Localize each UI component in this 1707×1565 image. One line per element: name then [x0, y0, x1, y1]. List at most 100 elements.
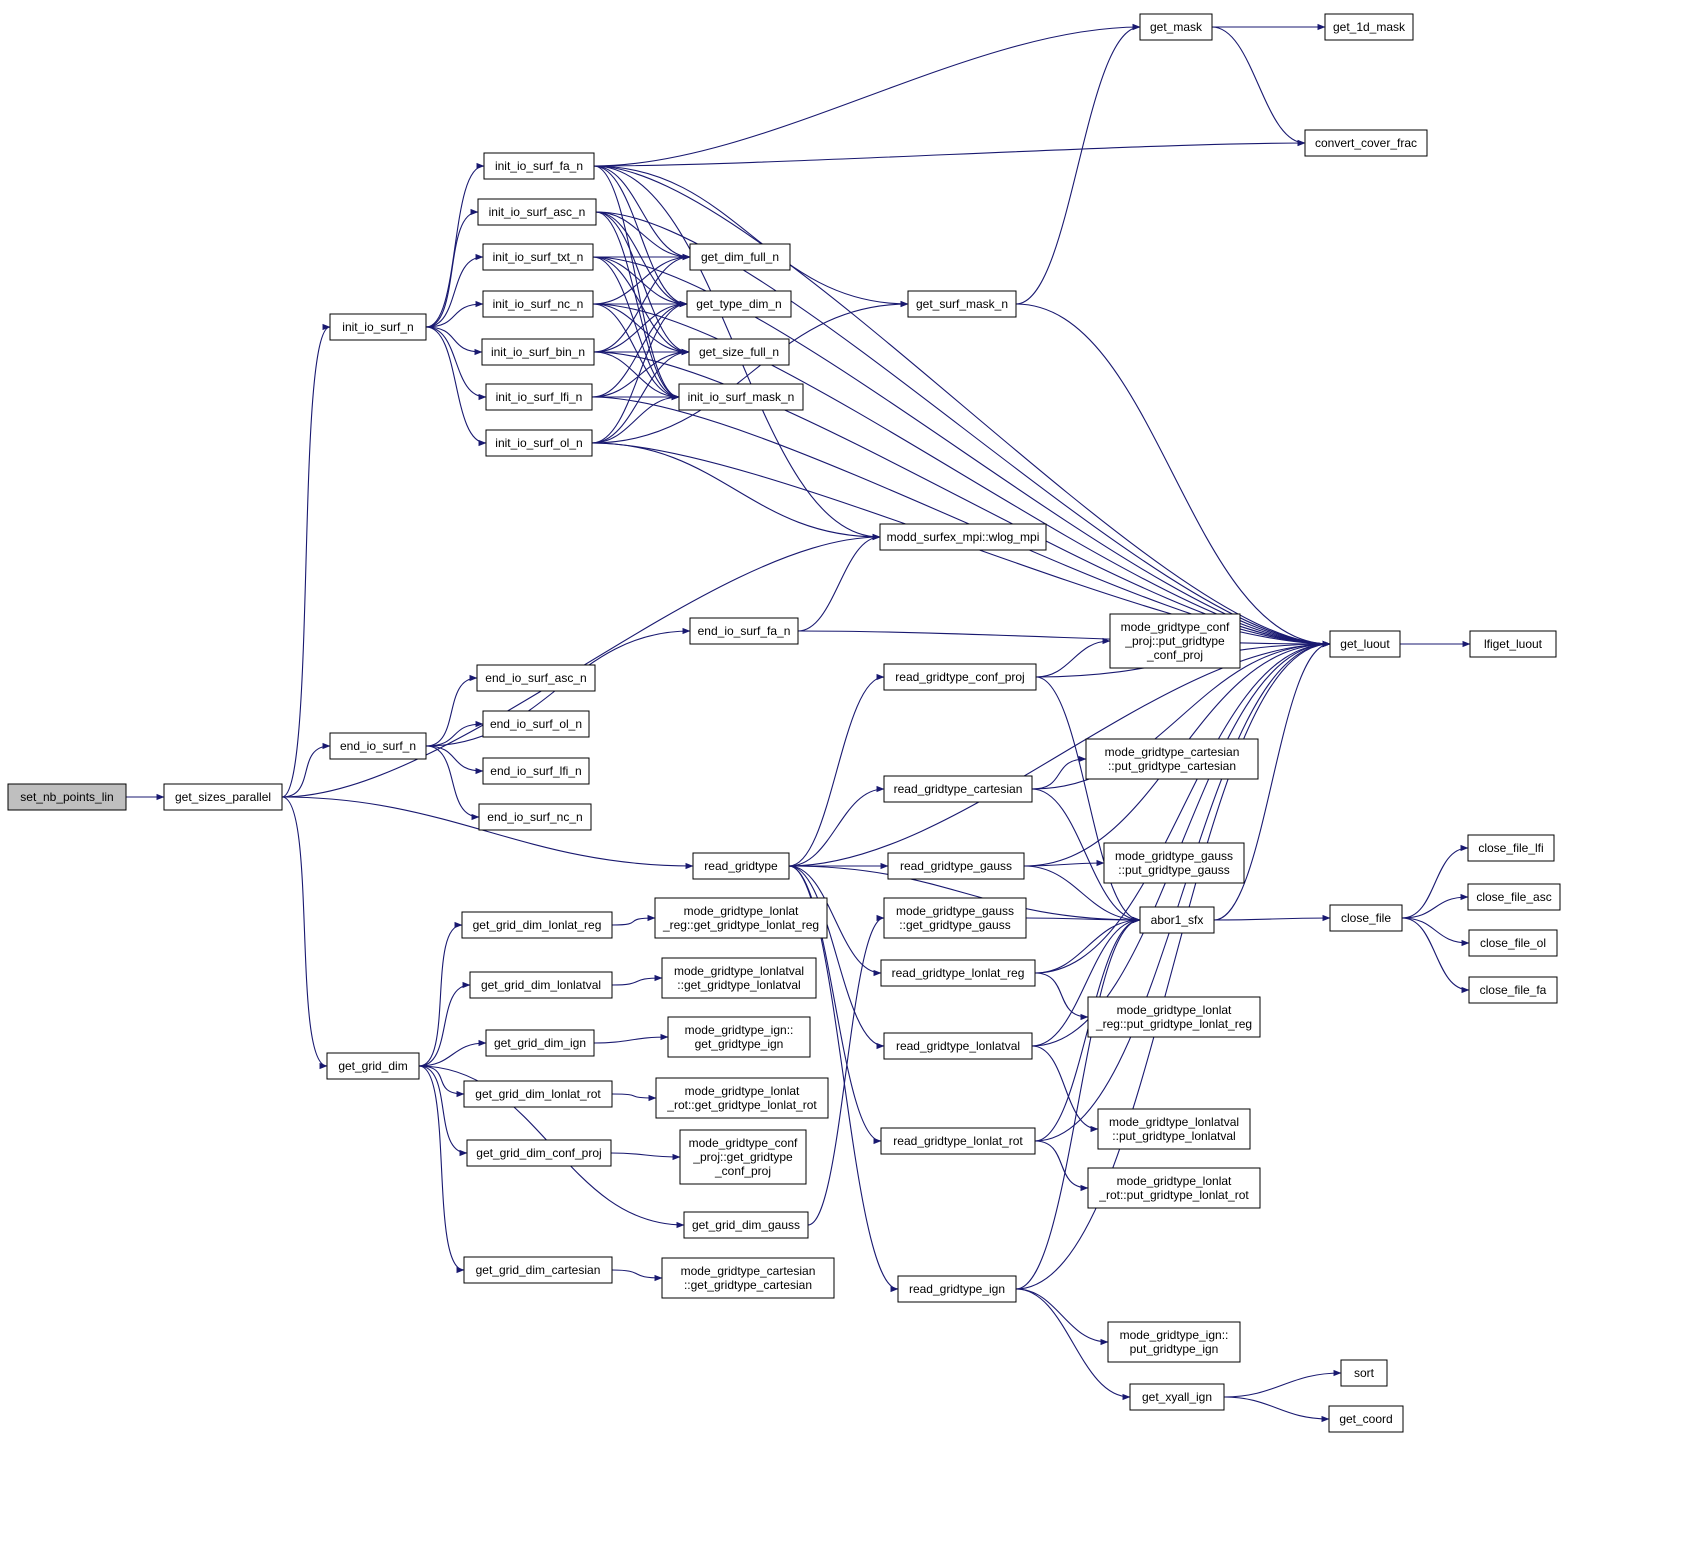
- node-init_io_surf_n[interactable]: init_io_surf_n: [329, 313, 427, 341]
- edge-end_io_surf_fa_n--get_luout: [797, 630, 1331, 648]
- node-get_mask[interactable]: get_mask: [1139, 13, 1213, 41]
- edge-init_io_surf_asc_n--get_luout: [595, 211, 1331, 648]
- node-get_surf_mask_n[interactable]: get_surf_mask_n: [907, 290, 1017, 318]
- node-label-end_io_surf_n: end_io_surf_n: [340, 739, 416, 753]
- node-end_io_surf_ol_n[interactable]: end_io_surf_ol_n: [482, 710, 590, 738]
- node-put_ign[interactable]: mode_gridtype_ign::put_gridtype_ign: [1107, 1321, 1241, 1363]
- node-label-put_lonlat_reg: mode_gridtype_lonlat_reg::put_gridtype_l…: [1095, 1003, 1252, 1031]
- node-label-end_io_surf_lfi_n: end_io_surf_lfi_n: [490, 764, 581, 778]
- node-end_io_surf_fa_n[interactable]: end_io_surf_fa_n: [689, 617, 799, 645]
- edge-init_io_surf_fa_n--get_mask: [593, 23, 1141, 167]
- node-get_type_dim_n[interactable]: get_type_dim_n: [686, 290, 792, 318]
- node-put_conf_proj[interactable]: mode_gridtype_conf_proj::put_gridtype_co…: [1109, 613, 1241, 669]
- node-end_io_surf_n[interactable]: end_io_surf_n: [329, 732, 427, 760]
- node-end_io_surf_lfi_n[interactable]: end_io_surf_lfi_n: [482, 757, 590, 785]
- node-close_file_asc[interactable]: close_file_asc: [1467, 883, 1561, 911]
- edge-get_gauss--abor1_sfx: [1025, 916, 1141, 924]
- node-read_gridtype_lonlatval[interactable]: read_gridtype_lonlatval: [883, 1032, 1033, 1060]
- node-get_grid_dim_gauss[interactable]: get_grid_dim_gauss: [683, 1211, 809, 1239]
- nodes-layer: set_nb_points_lin get_sizes_parallel init_…: [7, 13, 1561, 1433]
- edge-read_gridtype_cartesian--get_luout: [1031, 640, 1331, 790]
- node-label-read_gridtype: read_gridtype: [704, 859, 778, 873]
- node-label-init_io_surf_fa_n: init_io_surf_fa_n: [495, 159, 583, 173]
- node-get_size_full_n[interactable]: get_size_full_n: [688, 338, 790, 366]
- edge-init_io_surf_ol_n--get_type_dim_n: [591, 300, 688, 444]
- node-init_io_surf_lfi_n[interactable]: init_io_surf_lfi_n: [485, 383, 593, 411]
- node-get_ign[interactable]: mode_gridtype_ign::get_gridtype_ign: [667, 1016, 811, 1058]
- node-close_file_fa[interactable]: close_file_fa: [1468, 976, 1558, 1004]
- node-get_conf_proj[interactable]: mode_gridtype_conf_proj::get_gridtype_co…: [679, 1129, 807, 1185]
- node-read_gridtype_conf_proj[interactable]: read_gridtype_conf_proj: [883, 663, 1037, 691]
- node-read_gridtype_cartesian[interactable]: read_gridtype_cartesian: [883, 775, 1033, 803]
- edge-read_gridtype--abor1_sfx: [788, 865, 1141, 924]
- edge-end_io_surf_n--end_io_surf_asc_n: [425, 674, 478, 747]
- node-read_gridtype_gauss[interactable]: read_gridtype_gauss: [887, 852, 1025, 880]
- node-get_grid_dim_lonlat_rot[interactable]: get_grid_dim_lonlat_rot: [463, 1080, 613, 1108]
- node-get_lonlat_reg[interactable]: mode_gridtype_lonlat_reg::get_gridtype_l…: [654, 897, 828, 939]
- node-close_file[interactable]: close_file: [1329, 904, 1403, 932]
- node-read_gridtype_ign[interactable]: read_gridtype_ign: [897, 1275, 1017, 1303]
- node-get_grid_dim_lonlatval[interactable]: get_grid_dim_lonlatval: [469, 971, 613, 999]
- node-close_file_ol[interactable]: close_file_ol: [1468, 929, 1558, 957]
- node-get_dim_full_n[interactable]: get_dim_full_n: [689, 243, 791, 271]
- node-label-get_dim_full_n: get_dim_full_n: [701, 250, 779, 264]
- node-lfiget_luout[interactable]: lfiget_luout: [1469, 630, 1557, 658]
- edge-init_io_surf_txt_n--init_io_surf_mask_n: [592, 256, 680, 401]
- node-get_grid_dim_cartesian[interactable]: get_grid_dim_cartesian: [463, 1256, 613, 1284]
- node-init_io_surf_asc_n[interactable]: init_io_surf_asc_n: [477, 198, 597, 226]
- node-convert_cover_frac[interactable]: convert_cover_frac: [1304, 129, 1428, 157]
- node-put_cartesian[interactable]: mode_gridtype_cartesian::put_gridtype_ca…: [1085, 738, 1259, 780]
- node-get_1d_mask[interactable]: get_1d_mask: [1324, 13, 1414, 41]
- node-label-close_file_lfi: close_file_lfi: [1478, 841, 1543, 855]
- node-label-read_gridtype_ign: read_gridtype_ign: [909, 1282, 1005, 1296]
- node-read_gridtype_lonlat_reg[interactable]: read_gridtype_lonlat_reg: [880, 959, 1036, 987]
- node-label-init_io_surf_bin_n: init_io_surf_bin_n: [491, 345, 585, 359]
- node-init_io_surf_mask_n[interactable]: init_io_surf_mask_n: [678, 383, 804, 411]
- node-get_luout[interactable]: get_luout: [1329, 630, 1401, 658]
- node-get_sizes_parallel[interactable]: get_sizes_parallel: [163, 783, 283, 811]
- node-get_grid_dim_conf_proj[interactable]: get_grid_dim_conf_proj: [466, 1139, 612, 1167]
- node-put_lonlat_rot[interactable]: mode_gridtype_lonlat_rot::put_gridtype_l…: [1087, 1167, 1261, 1209]
- node-read_gridtype[interactable]: read_gridtype: [692, 852, 790, 880]
- edge-get_grid_dim--get_grid_dim_conf_proj: [418, 1065, 468, 1157]
- node-get_grid_dim_lonlat_reg[interactable]: get_grid_dim_lonlat_reg: [461, 911, 613, 939]
- node-end_io_surf_nc_n[interactable]: end_io_surf_nc_n: [478, 803, 592, 831]
- node-label-read_gridtype_lonlat_rot: read_gridtype_lonlat_rot: [893, 1134, 1023, 1148]
- node-init_io_surf_nc_n[interactable]: init_io_surf_nc_n: [482, 290, 594, 318]
- node-put_lonlat_reg[interactable]: mode_gridtype_lonlat_reg::put_gridtype_l…: [1087, 996, 1261, 1038]
- node-get_coord[interactable]: get_coord: [1328, 1405, 1404, 1433]
- node-label-end_io_surf_ol_n: end_io_surf_ol_n: [490, 717, 582, 731]
- node-sort[interactable]: sort: [1340, 1359, 1388, 1387]
- node-set_nb_points_lin[interactable]: set_nb_points_lin: [7, 783, 127, 811]
- edge-init_io_surf_bin_n--init_io_surf_mask_n: [593, 351, 680, 401]
- node-abor1_sfx[interactable]: abor1_sfx: [1139, 906, 1215, 934]
- edge-init_io_surf_n--init_io_surf_fa_n: [425, 162, 485, 328]
- node-label-get_sizes_parallel: get_sizes_parallel: [175, 790, 271, 804]
- node-init_io_surf_txt_n[interactable]: init_io_surf_txt_n: [482, 243, 594, 271]
- node-init_io_surf_bin_n[interactable]: init_io_surf_bin_n: [481, 338, 595, 366]
- node-label-wlog_mpi: modd_surfex_mpi::wlog_mpi: [887, 530, 1040, 544]
- node-label-put_conf_proj: mode_gridtype_conf_proj::put_gridtype_co…: [1121, 620, 1230, 662]
- edges-layer: [125, 23, 1471, 1423]
- edge-read_gridtype--read_gridtype_lonlatval: [788, 865, 885, 1050]
- node-put_gauss[interactable]: mode_gridtype_gauss::put_gridtype_gauss: [1103, 842, 1245, 884]
- node-read_gridtype_lonlat_rot[interactable]: read_gridtype_lonlat_rot: [880, 1127, 1036, 1155]
- edge-read_gridtype_cartesian--put_cartesian: [1031, 755, 1087, 790]
- node-wlog_mpi[interactable]: modd_surfex_mpi::wlog_mpi: [879, 523, 1047, 551]
- node-init_io_surf_fa_n[interactable]: init_io_surf_fa_n: [483, 152, 595, 180]
- node-get_xyall_ign[interactable]: get_xyall_ign: [1129, 1383, 1225, 1411]
- node-end_io_surf_asc_n[interactable]: end_io_surf_asc_n: [476, 664, 596, 692]
- edge-end_io_surf_fa_n--wlog_mpi: [797, 533, 881, 632]
- node-put_lonlatval[interactable]: mode_gridtype_lonlatval::put_gridtype_lo…: [1097, 1108, 1251, 1150]
- edge-read_gridtype_ign--abor1_sfx: [1015, 916, 1141, 1290]
- node-get_lonlat_rot[interactable]: mode_gridtype_lonlat_rot::get_gridtype_l…: [655, 1077, 829, 1119]
- edge-get_grid_dim--get_grid_dim_lonlat_rot: [418, 1065, 465, 1098]
- node-get_gauss[interactable]: mode_gridtype_gauss::get_gridtype_gauss: [883, 897, 1027, 939]
- node-close_file_lfi[interactable]: close_file_lfi: [1467, 834, 1555, 862]
- edge-init_io_surf_nc_n--get_dim_full_n: [592, 253, 691, 305]
- node-get_grid_dim[interactable]: get_grid_dim: [326, 1052, 420, 1080]
- node-get_lonlatval[interactable]: mode_gridtype_lonlatval::get_gridtype_lo…: [661, 957, 817, 999]
- node-get_cartesian[interactable]: mode_gridtype_cartesian::get_gridtype_ca…: [661, 1257, 835, 1299]
- node-get_grid_dim_ign[interactable]: get_grid_dim_ign: [485, 1029, 595, 1057]
- node-init_io_surf_ol_n[interactable]: init_io_surf_ol_n: [485, 429, 593, 457]
